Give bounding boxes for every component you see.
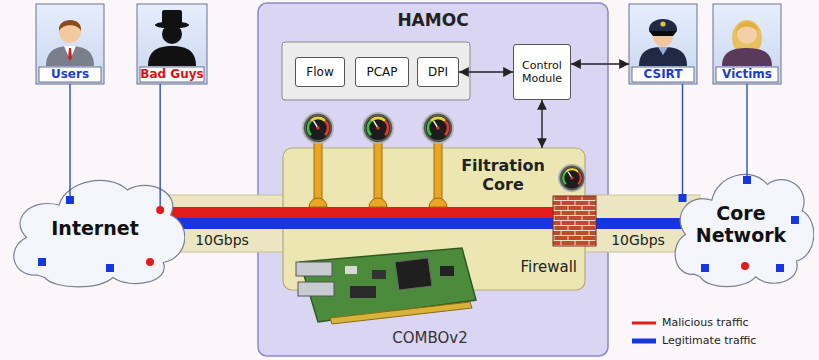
node-label: HAMOC	[397, 10, 468, 30]
bandwidth-label: 10Gbps	[186, 232, 258, 248]
legend-entry: Malicious traffic	[662, 316, 749, 329]
control-box: Control Module	[513, 44, 571, 100]
link-line	[69, 84, 70, 200]
control-arrow	[459, 71, 513, 72]
host-dot	[743, 176, 751, 184]
actor-box: Users	[36, 4, 104, 84]
control-arrow	[541, 100, 542, 148]
link-line	[682, 84, 683, 198]
node-label: CSIRT	[643, 68, 682, 81]
node-label: Users	[51, 68, 89, 81]
host-dot	[679, 194, 687, 202]
label-holder: 10Gbps	[608, 232, 668, 248]
legend-text: Legitimate traffic	[662, 334, 756, 347]
node-sublabel: Firewall	[520, 258, 577, 276]
node-label: Core Network	[691, 202, 791, 246]
card-label: COMBOv2	[370, 329, 490, 347]
label-holder: COMBOv2	[370, 329, 490, 347]
actor-box: CSIRT	[629, 4, 697, 84]
filtration-core: Filtration CoreFirewall	[283, 148, 585, 290]
bandwidth-label: 10Gbps	[608, 232, 668, 248]
node-label: Bad Guys	[140, 68, 203, 81]
node-label: Filtration Core	[447, 156, 559, 194]
system-panel: HAMOC Flow PCAP DPI Control ModuleFiltration…	[258, 3, 608, 356]
link-line	[746, 84, 747, 180]
label-holder: 10Gbps	[186, 232, 258, 248]
host-dot	[156, 206, 164, 214]
module-box: PCAP	[355, 57, 409, 87]
node-label: PCAP	[366, 65, 397, 79]
module-box: Flow	[295, 57, 345, 87]
module-box: DPI	[417, 57, 459, 87]
link-line	[159, 84, 160, 210]
legend-text: Malicious traffic	[662, 316, 749, 329]
node-label: Flow	[306, 65, 333, 79]
legend-entry: Legitimate traffic	[662, 334, 756, 347]
control-arrow	[571, 63, 629, 64]
node-label: Internet	[51, 217, 138, 239]
network-cloud: Core Network	[668, 158, 814, 290]
actor-box: Victims	[713, 4, 781, 84]
node-label: Control Module	[517, 59, 567, 85]
node-label: Victims	[722, 68, 772, 81]
host-dot	[66, 196, 74, 204]
network-cloud: Internet	[5, 165, 185, 290]
actor-box: Bad Guys	[135, 4, 208, 84]
node-label: DPI	[428, 65, 448, 79]
